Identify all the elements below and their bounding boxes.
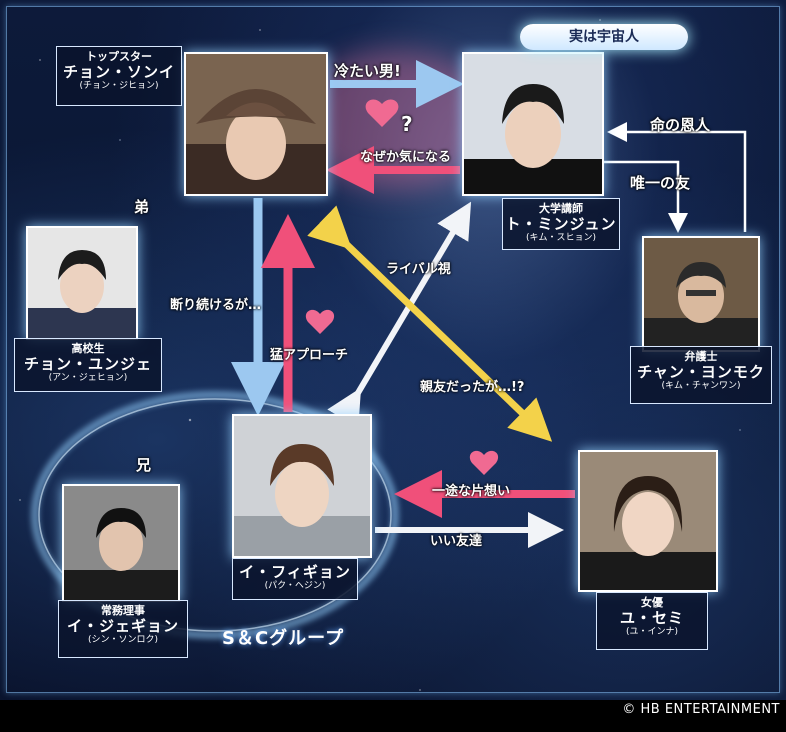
arrow-life-saver xyxy=(607,122,747,232)
photo-yoon-jae xyxy=(26,226,138,340)
tag-min-joon: 大学講師 ト・ミンジュン (キム・スヒョン) xyxy=(497,198,620,255)
label-rival: ライバル視 xyxy=(386,262,451,277)
actor: (パク・ヘジン) xyxy=(264,581,326,591)
bottom-bar xyxy=(0,700,786,732)
label-question-mark: ? xyxy=(401,112,413,136)
label-keeps-refusing: 断り続けるが… xyxy=(170,298,262,313)
label-curious: なぜか気になる xyxy=(360,150,452,165)
name: チョン・ソンイ xyxy=(62,63,175,81)
actor: (アン・ジェヒョン) xyxy=(48,373,128,383)
role: 高校生 xyxy=(71,342,105,355)
name: ユ・セミ xyxy=(619,609,684,627)
label-strong-approach: 猛アプローチ xyxy=(270,348,349,363)
photo-se-mi xyxy=(578,450,718,592)
name: ト・ミンジュン xyxy=(505,215,617,233)
actor: (ユ・インナ) xyxy=(625,627,679,637)
tag-hwi-kyung: イ・フィギョン (パク・ヘジン) xyxy=(227,558,358,605)
heart-icon xyxy=(305,309,335,334)
label-cold-man: 冷たい男! xyxy=(334,62,401,80)
name: チャン・ヨンモク xyxy=(637,363,765,381)
tag-yoon-jae: 高校生 チョン・ユンジェ (アン・ジェヒョン) xyxy=(9,338,162,397)
role: トップスター xyxy=(86,50,152,63)
arrow-best-friends xyxy=(307,205,553,442)
copyright-credit: © HB ENTERTAINMENT xyxy=(622,702,780,717)
name: イ・フィギョン xyxy=(239,563,351,581)
tag-young-mok: 弁護士 チャン・ヨンモク (キム・チャンワン) xyxy=(625,346,772,409)
heart-icon xyxy=(469,450,499,475)
photo-min-joon xyxy=(462,52,604,196)
photo-young-mok xyxy=(642,236,760,352)
label-life-saver: 命の恩人 xyxy=(650,116,711,134)
group-name: S＆Cグループ xyxy=(222,628,345,649)
label-secret-alien: 実は宇宙人 xyxy=(520,24,688,50)
photo-jae-kyung xyxy=(62,484,180,602)
name: イ・ジェギョン xyxy=(66,617,179,635)
role: 女優 xyxy=(641,596,663,609)
tag-song-i: トップスター チョン・ソンイ (チョン・ジヒョン) xyxy=(51,46,182,111)
label-younger-brother: 弟 xyxy=(134,198,150,216)
label-one-sided-love: 一途な片想い xyxy=(432,484,511,499)
photo-hwi-kyung xyxy=(232,414,372,558)
actor: (キム・スヒョン) xyxy=(525,233,597,243)
role: 常務理事 xyxy=(101,604,145,617)
chart-frame xyxy=(6,6,780,693)
heart-icon xyxy=(365,99,399,127)
label-older-brother: 兄 xyxy=(136,456,152,474)
arrow-only-friend xyxy=(604,160,688,233)
tag-jae-kyung: 常務理事 イ・ジェギョン (シン・ソンロク) xyxy=(53,600,188,663)
tag-se-mi: 女優 ユ・セミ (ユ・インナ) xyxy=(591,592,708,655)
role: 大学講師 xyxy=(539,202,583,215)
name: チョン・ユンジェ xyxy=(23,355,152,373)
actor: (シン・ソンロク) xyxy=(87,635,159,645)
actor: (キム・チャンワン) xyxy=(661,381,741,391)
actor: (チョン・ジヒョン) xyxy=(79,81,159,91)
photo-song-i xyxy=(184,52,328,196)
role: 弁護士 xyxy=(684,350,718,363)
label-good-friend: いい友達 xyxy=(430,534,483,549)
label-were-best-friends: 親友だったが…!? xyxy=(420,380,525,395)
label-only-friend: 唯一の友 xyxy=(630,174,691,192)
